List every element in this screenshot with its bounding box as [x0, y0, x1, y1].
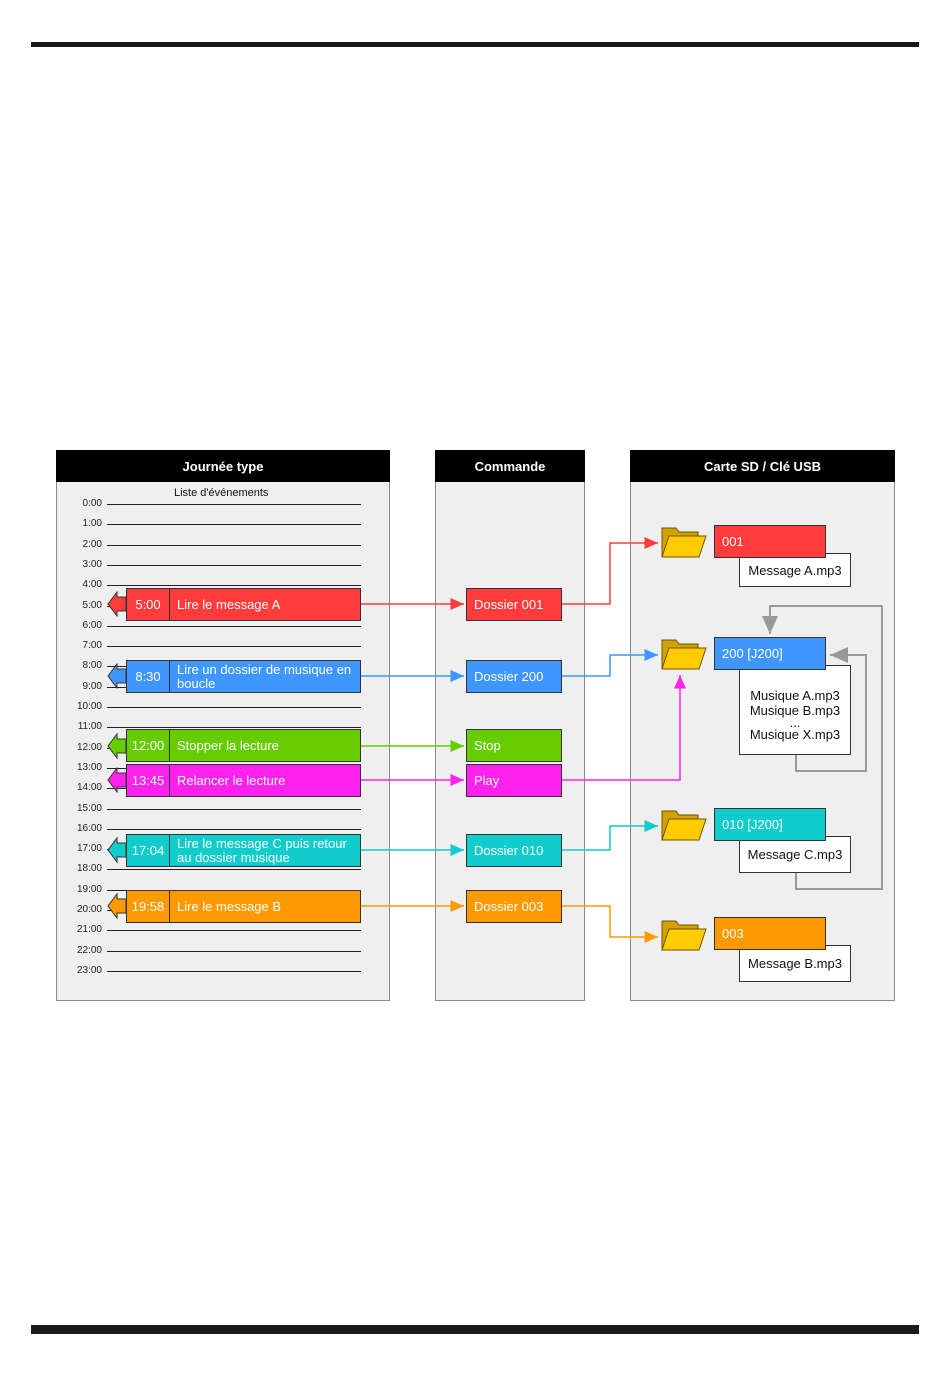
hour-label: 4:00: [82, 579, 102, 591]
folder-003[interactable]: 003: [714, 917, 826, 950]
hour-line: [107, 869, 361, 871]
file-list: Message A.mp3: [739, 553, 851, 587]
hour-label: 10:00: [76, 701, 102, 712]
commande-header: Commande: [435, 450, 585, 482]
hour-line: [107, 504, 361, 505]
hour-label: 21:00: [76, 924, 102, 936]
event-label: Lire le message A: [177, 596, 281, 612]
folder-icon: [661, 920, 707, 951]
event-time: 8:30: [127, 661, 170, 692]
event-list-subtitle: Liste d'événements: [174, 487, 269, 499]
file-name: Musique A.mp3: [750, 688, 840, 703]
event-row[interactable]: 8:30 Lire un dossier de musique en boucl…: [126, 660, 361, 693]
file-name: ...: [789, 715, 801, 730]
command-dossier-200[interactable]: Dossier 200: [466, 660, 562, 693]
hour-line: [107, 808, 361, 810]
hour-label: 19:00: [76, 883, 102, 895]
hour-line: [107, 727, 361, 729]
event-arrow-icon: [107, 590, 127, 618]
folder-001[interactable]: 001: [714, 525, 826, 558]
journee-header: Journée type: [56, 450, 390, 482]
file-name: Musique X.mp3: [749, 727, 841, 742]
carte-header: Carte SD / Clé USB: [630, 450, 895, 482]
folder-010[interactable]: 010 [J200]: [714, 808, 826, 841]
file-name: Message B.mp3: [748, 956, 842, 971]
hour-line: [107, 646, 361, 648]
hour-line: [107, 585, 361, 587]
command-stop[interactable]: Stop: [466, 729, 562, 762]
event-time: 13:45: [127, 765, 170, 796]
event-arrow-icon: [107, 892, 127, 920]
hour-label: 6:00: [82, 619, 102, 631]
event-row[interactable]: 5:00 Lire le message A: [126, 588, 361, 621]
hour-label: 7:00: [82, 640, 102, 652]
hour-label: 1:00: [82, 518, 102, 530]
event-label: Lire le message B: [177, 898, 282, 914]
file-list: Message C.mp3: [739, 836, 851, 873]
hour-label: 13:00: [76, 761, 102, 773]
hour-line: [107, 970, 361, 972]
event-time: 17:04: [127, 835, 170, 866]
command-play[interactable]: Play: [466, 764, 562, 797]
event-arrow-icon: [107, 732, 127, 760]
hour-line: [107, 544, 361, 546]
hour-label: 17:00: [76, 843, 102, 855]
hour-label: 22:00: [76, 944, 102, 956]
hour-label: 18:00: [76, 863, 102, 875]
file-list: Musique A.mp3 Musique B.mp3 ... Musique …: [739, 665, 851, 755]
hour-line: [107, 707, 361, 708]
hour-line: [107, 828, 361, 830]
event-time: 5:00: [127, 589, 170, 620]
file-list: Message B.mp3: [739, 945, 851, 982]
file-name: Message A.mp3: [748, 562, 842, 578]
event-label: Lire un dossier de musique en boucle: [177, 661, 352, 691]
hour-label: 15:00: [76, 802, 102, 814]
hour-label: 12:00: [76, 741, 102, 753]
event-row[interactable]: 13:45 Relancer le lecture: [126, 764, 361, 797]
hour-label: 3:00: [82, 558, 102, 570]
hour-label: 8:00: [82, 660, 102, 672]
top-rule: [31, 42, 919, 47]
hour-label: 16:00: [76, 822, 102, 834]
event-label: Lire le message C puis retour au dossier…: [177, 835, 347, 865]
hour-label: 11:00: [77, 721, 102, 733]
event-label: Stopper la lecture: [177, 737, 279, 753]
event-time: 12:00: [127, 730, 170, 761]
event-arrow-icon: [107, 766, 127, 794]
hour-label: 20:00: [76, 904, 102, 915]
hour-label: 5:00: [82, 599, 102, 611]
file-name: Message C.mp3: [747, 847, 843, 862]
event-time: 19:58: [127, 891, 170, 922]
file-name: Musique B.mp3: [749, 703, 841, 718]
hour-label: 9:00: [82, 680, 102, 692]
command-dossier-003[interactable]: Dossier 003: [466, 890, 562, 923]
hour-line: [107, 625, 361, 627]
hour-line: [107, 950, 361, 952]
folder-icon: [661, 527, 707, 558]
event-arrow-icon: [107, 836, 127, 864]
hour-line: [107, 930, 361, 932]
hour-label: 2:00: [82, 538, 102, 550]
hour-line: [107, 564, 361, 566]
hour-line: [107, 524, 361, 526]
hour-label: 23:00: [76, 964, 102, 976]
folder-icon: [661, 639, 707, 670]
folder-200[interactable]: 200 [J200]: [714, 637, 826, 670]
command-dossier-001[interactable]: Dossier 001: [466, 588, 562, 621]
hour-label: 14:00: [76, 782, 102, 794]
event-row[interactable]: 17:04 Lire le message C puis retour au d…: [126, 834, 361, 867]
event-row[interactable]: 12:00 Stopper la lecture: [126, 729, 361, 762]
event-row[interactable]: 19:58 Lire le message B: [126, 890, 361, 923]
command-dossier-010[interactable]: Dossier 010: [466, 834, 562, 867]
folder-icon: [661, 810, 707, 841]
event-arrow-icon: [107, 662, 127, 690]
event-label: Relancer le lecture: [177, 772, 286, 788]
hour-label: 0:00: [82, 498, 102, 509]
bottom-rule: [31, 1325, 919, 1334]
